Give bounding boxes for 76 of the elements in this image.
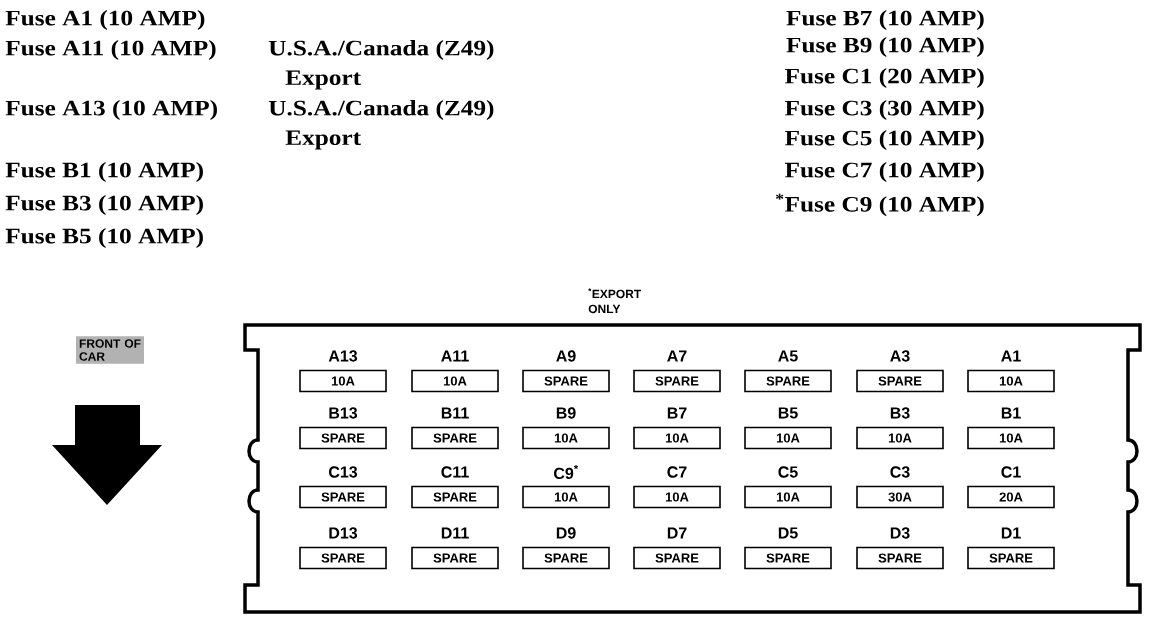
fuse-label: D7	[667, 527, 687, 539]
fuse-list-entry: Fuse B9 (10 AMP)	[786, 37, 984, 57]
fuse-label: D11	[441, 527, 469, 539]
fuse-slot: 10A	[299, 369, 387, 393]
fuse-label: B13	[329, 407, 358, 419]
fuse-slot: 10A	[522, 485, 610, 509]
fuse-label: B5	[778, 407, 798, 419]
fuse-label: A11	[441, 350, 469, 362]
fuse-slot: 10A	[633, 485, 721, 509]
fuse-slot: 10A	[967, 426, 1055, 450]
fuse-label: D13	[329, 527, 358, 539]
fuse-list-entry: Fuse A11 (10 AMP)	[5, 40, 216, 60]
fuse-list-entry: Fuse C5 (10 AMP)	[785, 130, 984, 150]
fuse-slot: SPARE	[744, 369, 832, 393]
fuse-label: A5	[778, 350, 798, 362]
fuse-label: D9	[556, 527, 576, 539]
fuse-slot: 10A	[522, 426, 610, 450]
fuse-list-entry: Fuse B5 (10 AMP)	[5, 228, 203, 248]
fuse-list-entry: Export	[285, 130, 361, 150]
fuse-list-entry: Fuse B3 (10 AMP)	[5, 195, 203, 215]
fuse-slot: SPARE	[411, 546, 499, 570]
fuse-slot: SPARE	[744, 546, 832, 570]
fuse-list-entry: Fuse B7 (10 AMP)	[786, 10, 984, 30]
fuse-list-entry: U.S.A./Canada (Z49)	[268, 40, 494, 60]
fuse-slot: 10A	[744, 426, 832, 450]
fuse-slot: SPARE	[299, 485, 387, 509]
fuse-label: B1	[1001, 407, 1021, 419]
fuse-label: C7	[667, 466, 687, 478]
fuse-label: D1	[1001, 527, 1021, 539]
fuse-list-entry: Fuse C1 (20 AMP)	[785, 68, 984, 88]
fuse-label: A7	[667, 350, 687, 362]
fuse-slot: 20A	[967, 485, 1055, 509]
fuse-list-entry: Fuse A13 (10 AMP)	[5, 100, 217, 120]
fuse-slot: SPARE	[633, 369, 721, 393]
fuse-list-entry: Fuse C7 (10 AMP)	[785, 162, 984, 182]
fuse-label: C3	[890, 466, 910, 478]
fuse-slot: SPARE	[411, 426, 499, 450]
fuse-slot: 10A	[633, 426, 721, 450]
fuse-list-entry: Export	[285, 70, 361, 90]
fuse-label: D3	[890, 527, 910, 539]
fuse-slot: SPARE	[522, 546, 610, 570]
fuse-box-outline	[243, 323, 1142, 614]
fuse-list-entry: U.S.A./Canada (Z49)	[268, 100, 494, 120]
fuse-label: A3	[890, 350, 910, 362]
fuse-slot: 10A	[856, 426, 944, 450]
fuse-slot: 30A	[856, 485, 944, 509]
fuse-label: C11	[441, 466, 469, 478]
fuse-slot: SPARE	[411, 485, 499, 509]
fuse-label: C1	[1001, 466, 1021, 478]
fuse-label: C9$^{*}$	[554, 464, 579, 480]
fuse-slot: SPARE	[299, 426, 387, 450]
fuse-slot: SPARE	[856, 546, 944, 570]
fuse-slot: SPARE	[967, 546, 1055, 570]
fuse-list-entry: $^{*}$Fuse C9 (10 AMP)	[775, 193, 984, 217]
fuse-label: C5	[778, 466, 798, 478]
fuse-label: C13	[329, 466, 358, 478]
fuse-list-entry: Fuse B1 (10 AMP)	[5, 162, 203, 182]
fuse-list-entry: Fuse A1 (10 AMP)	[5, 10, 205, 30]
fuse-label: D5	[778, 527, 798, 539]
footnote: $^{*}$EXPORT ONLY	[588, 288, 642, 314]
fuse-slot: SPARE	[299, 546, 387, 570]
fuse-label: B9	[556, 407, 576, 419]
fuse-label: A13	[328, 350, 358, 362]
fuse-list-entry: Fuse C3 (30 AMP)	[785, 100, 984, 120]
fuse-slot: 10A	[411, 369, 499, 393]
fuse-label: A1	[1001, 350, 1021, 362]
fuse-label: B7	[667, 407, 687, 419]
fuse-slot: SPARE	[856, 369, 944, 393]
fuse-slot: SPARE	[522, 369, 610, 393]
shaded-label: FRONT OF CAR	[76, 336, 144, 364]
fuse-slot: SPARE	[633, 546, 721, 570]
fuse-label: A9	[556, 350, 576, 362]
fuse-slot: 10A	[744, 485, 832, 509]
fuse-slot: 10A	[967, 369, 1055, 393]
fuse-label: B11	[441, 407, 469, 419]
fuse-label: B3	[890, 407, 910, 419]
